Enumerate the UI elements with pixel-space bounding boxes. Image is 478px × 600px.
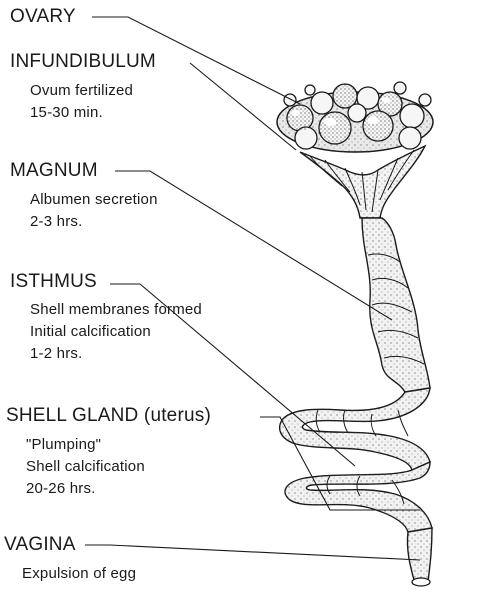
isthmus-label: ISTHMUS bbox=[10, 271, 97, 293]
vagina-drawing bbox=[407, 528, 432, 586]
magnum-label: MAGNUM bbox=[10, 160, 98, 182]
magnum-line-2: 2-3 hrs. bbox=[30, 211, 82, 232]
isthmus-line-2: Initial calcification bbox=[30, 321, 151, 342]
vagina-label: VAGINA bbox=[4, 534, 76, 556]
vagina-line-1: Expulsion of egg bbox=[22, 563, 136, 584]
shell-gland-line-1: "Plumping" bbox=[26, 434, 101, 455]
shell-gland-line-2: Shell calcification bbox=[26, 456, 145, 477]
shell-gland-label: SHELL GLAND (uterus) bbox=[6, 405, 211, 427]
isthmus-line-3: 1-2 hrs. bbox=[30, 343, 82, 364]
ovary-label: OVARY bbox=[10, 6, 76, 28]
infundibulum-label: INFUNDIBULUM bbox=[10, 51, 156, 73]
magnum-drawing bbox=[362, 218, 430, 392]
infundibulum-line-2: 15-30 min. bbox=[30, 102, 103, 123]
infundibulum-line-1: Ovum fertilized bbox=[30, 80, 133, 101]
ovary-drawing bbox=[277, 82, 433, 152]
isthmus-line-1: Shell membranes formed bbox=[30, 299, 202, 320]
shell-gland-line-3: 20-26 hrs. bbox=[26, 478, 96, 499]
shell-gland-drawing bbox=[285, 462, 432, 532]
magnum-line-1: Albumen secretion bbox=[30, 189, 158, 210]
infundibulum-drawing bbox=[300, 146, 425, 218]
